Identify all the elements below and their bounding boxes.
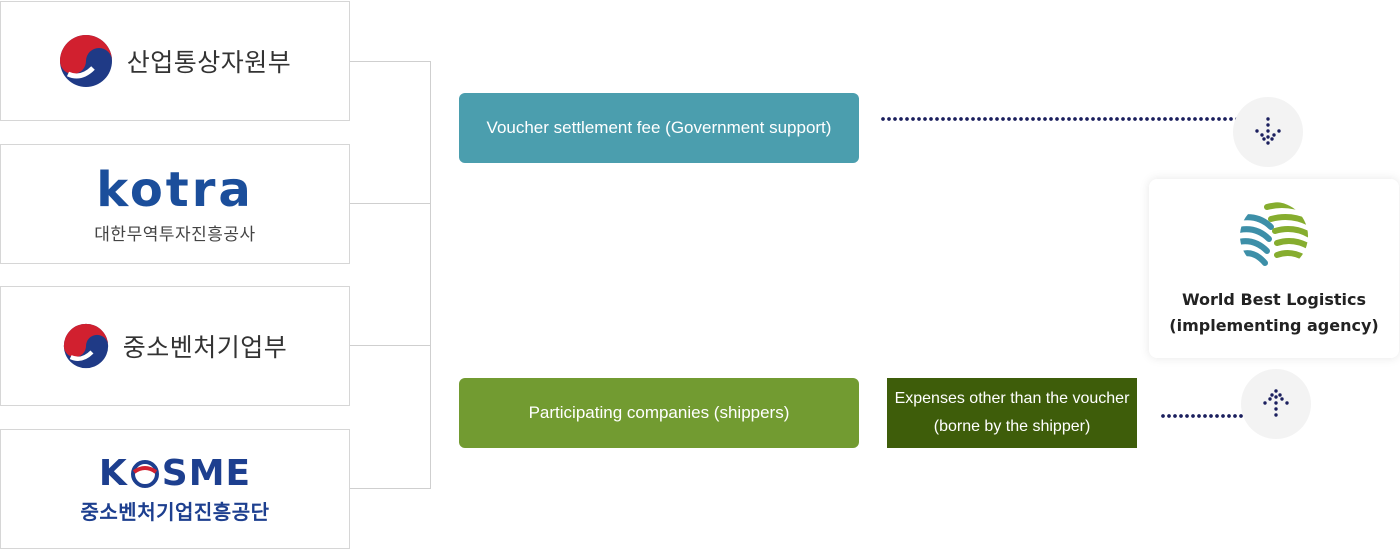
taegeuk-emblem-icon bbox=[63, 323, 108, 369]
org-name-kotra: 대한무역투자진흥공사 bbox=[94, 224, 256, 245]
org-name-kosme: 중소벤처기업진흥공단 bbox=[80, 499, 270, 524]
connector-line bbox=[350, 61, 431, 62]
arrow-circle-bottom bbox=[1241, 369, 1311, 439]
taegeuk-emblem-icon bbox=[59, 35, 112, 87]
wbl-globe-logo-icon bbox=[1240, 202, 1308, 270]
org-box-kotra: kotra 대한무역투자진흥공사 bbox=[0, 144, 350, 264]
connector-line bbox=[350, 488, 431, 489]
connector-line bbox=[350, 203, 431, 204]
arrow-circle-top bbox=[1233, 97, 1303, 167]
arrow-down-dots-icon bbox=[1255, 117, 1281, 145]
participants-box: Participating companies (shippers) bbox=[459, 378, 859, 448]
dotted-connector-bottom bbox=[1160, 414, 1278, 418]
kosme-logo: K SME bbox=[98, 452, 252, 494]
kosme-logo-left: K bbox=[98, 452, 128, 494]
connector-line bbox=[350, 345, 431, 346]
connector-vertical-line bbox=[430, 61, 431, 489]
org-name-motie: 산업통상자원부 bbox=[126, 48, 292, 77]
agency-card: World Best Logistics (implementing agenc… bbox=[1149, 179, 1399, 358]
expenses-line-1: Expenses other than the voucher bbox=[894, 390, 1130, 407]
agency-name: World Best Logistics (implementing agenc… bbox=[1169, 287, 1378, 339]
org-name-mss: 중소벤처기업부 bbox=[122, 333, 288, 362]
voucher-fee-box: Voucher settlement fee (Government suppo… bbox=[459, 93, 859, 163]
org-box-kosme: K SME 중소벤처기업진흥공단 bbox=[0, 429, 350, 549]
dotted-connector-top bbox=[880, 117, 1270, 121]
expenses-line-2: (borne by the shipper) bbox=[933, 418, 1091, 435]
org-box-mss: 중소벤처기업부 bbox=[0, 286, 350, 406]
arrow-up-dots-icon bbox=[1263, 389, 1289, 417]
org-box-motie: 산업통상자원부 bbox=[0, 1, 350, 121]
expenses-box: Expenses other than the voucher (borne b… bbox=[887, 378, 1137, 448]
kotra-logo: kotra bbox=[96, 161, 254, 218]
agency-name-line-2: (implementing agency) bbox=[1169, 316, 1379, 335]
kosme-logo-right: SME bbox=[161, 452, 252, 494]
agency-name-line-1: World Best Logistics bbox=[1181, 290, 1367, 309]
kosme-swirl-icon bbox=[130, 459, 159, 488]
